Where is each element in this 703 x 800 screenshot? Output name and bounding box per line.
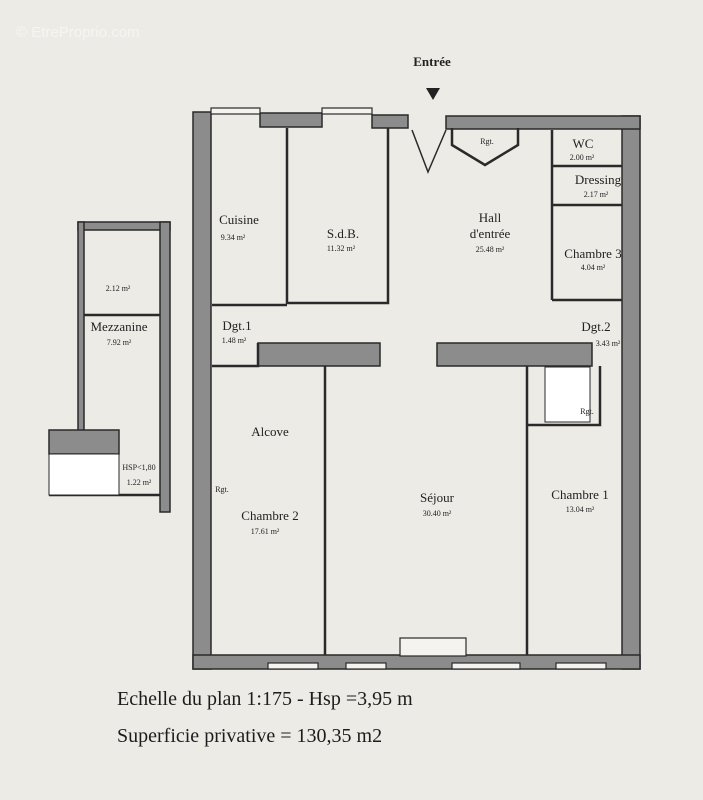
inner-walls: [49, 128, 622, 655]
room-mezzanine-name: Mezzanine: [90, 319, 147, 334]
room-cuisine-name: Cuisine: [219, 212, 259, 227]
wall-mid-right: [436, 342, 593, 367]
room-chambre3-name: Chambre 3: [564, 246, 621, 261]
stair-wall: [48, 429, 120, 455]
room-chambre1-area: 13.04 m²: [566, 505, 595, 514]
room-dgt2-name: Dgt.2: [581, 319, 610, 334]
room-alcove-name: Alcove: [251, 424, 289, 439]
room-dgt2-area: 3.43 m²: [596, 339, 621, 348]
room-chambre2-area: 17.61 m²: [251, 527, 280, 536]
wall-mid-left: [257, 342, 381, 367]
room-mezz-small-area: 2.12 m²: [106, 284, 131, 293]
room-wc-area: 2.00 m²: [570, 153, 595, 162]
room-wc-name: WC: [573, 136, 594, 151]
room-sdb-name: S.d.B.: [327, 226, 359, 241]
room-mezzanine-area: 7.92 m²: [107, 338, 132, 347]
room-hall-name2: d'entrée: [470, 226, 511, 241]
entrance-label: Entrée: [413, 54, 451, 69]
room-sejour-area: 30.40 m²: [423, 509, 452, 518]
room-hall-name: Hall: [479, 210, 502, 225]
storage-label-2: Rgt.: [215, 485, 229, 494]
room-chambre1-name: Chambre 1: [551, 487, 608, 502]
stairs: [48, 366, 591, 496]
wall-top-1: [259, 112, 323, 128]
room-chambre3-area: 4.04 m²: [581, 263, 606, 272]
room-sdb-area: 11.32 m²: [327, 244, 356, 253]
room-chambre2-name: Chambre 2: [241, 508, 298, 523]
room-hsp-name: HSP<1,80: [122, 463, 155, 472]
room-dressing-area: 2.17 m²: [584, 190, 609, 199]
room-sejour-name: Séjour: [420, 490, 455, 505]
wall-left: [192, 111, 212, 670]
room-dgt1-area: 1.48 m²: [222, 336, 247, 345]
entrance-door[interactable]: [411, 129, 447, 174]
surface-text: Superficie privative = 130,35 m2: [117, 725, 383, 747]
storage-label-1: Rgt.: [480, 137, 494, 146]
scale-text: Echelle du plan 1:175 - Hsp =3,95 m: [117, 688, 413, 710]
watermark: © EtreProprio.com: [16, 24, 140, 41]
windows: [210, 107, 607, 670]
room-hall-area: 25.48 m²: [476, 245, 505, 254]
wall-top-2: [371, 114, 409, 129]
wall-top-3: [445, 115, 641, 130]
storage-label-3: Rgt.: [580, 407, 594, 416]
outer-walls: [48, 111, 641, 670]
entrance-arrow-icon: [426, 88, 440, 100]
wall-right: [621, 115, 641, 670]
room-cuisine-area: 9.34 m²: [221, 233, 246, 242]
room-dressing-name: Dressing: [575, 172, 622, 187]
room-dgt1-name: Dgt.1: [222, 318, 251, 333]
room-labels: Cuisine 9.34 m² S.d.B. 11.32 m² Hall d'e…: [90, 136, 621, 536]
room-hsp-area: 1.22 m²: [127, 478, 152, 487]
